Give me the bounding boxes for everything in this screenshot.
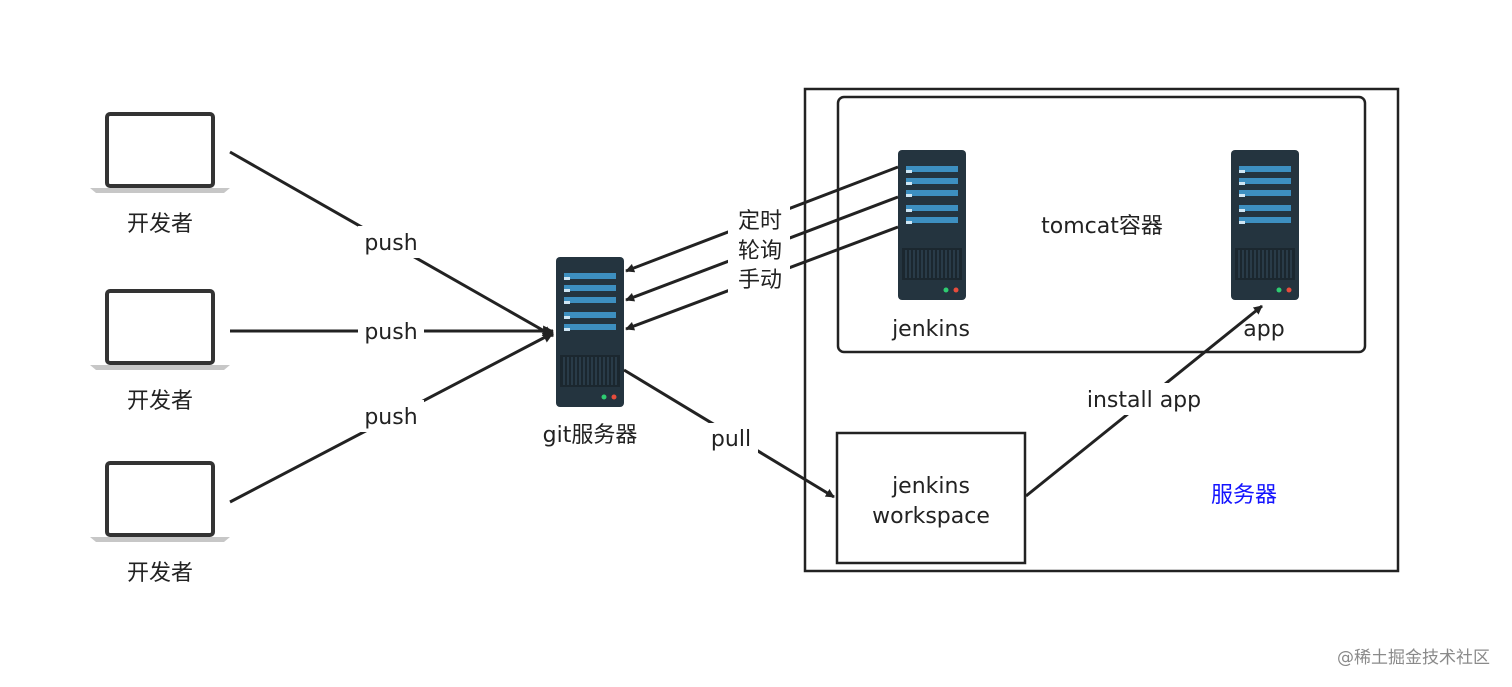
- trigger-label-scheduled: 定时: [738, 209, 782, 234]
- watermark: @稀土掘金技术社区: [1337, 648, 1490, 668]
- push-label: push: [364, 231, 417, 256]
- developer-label: 开发者: [127, 212, 193, 237]
- server-box: [803, 87, 1400, 573]
- jenkins-label: jenkins: [891, 317, 970, 342]
- app-label: app: [1243, 317, 1284, 342]
- trigger-label-polling: 轮询: [738, 239, 782, 264]
- jenkins-server-icon: [897, 149, 967, 301]
- app-server-icon: [1230, 149, 1300, 301]
- laptop-icon: [88, 461, 232, 544]
- git-server-icon: [555, 256, 625, 408]
- workspace-label-line1: jenkins: [891, 474, 970, 499]
- tomcat-label: tomcat容器: [1041, 214, 1163, 239]
- developer-label: 开发者: [127, 389, 193, 414]
- install-app-label: install app: [1087, 388, 1201, 413]
- laptop-icon: [88, 112, 232, 195]
- workspace-box: [835, 431, 1027, 565]
- server-box-label: 服务器: [1211, 483, 1277, 508]
- laptop-icon: [88, 289, 232, 372]
- workspace-label-line2: workspace: [872, 504, 990, 529]
- developer-label: 开发者: [127, 561, 193, 586]
- push-label: push: [364, 405, 417, 430]
- tomcat-container: [836, 95, 1367, 354]
- trigger-label-manual: 手动: [738, 268, 782, 293]
- push-label: push: [364, 320, 417, 345]
- pull-label: pull: [711, 427, 751, 452]
- git-server-label: git服务器: [543, 423, 638, 448]
